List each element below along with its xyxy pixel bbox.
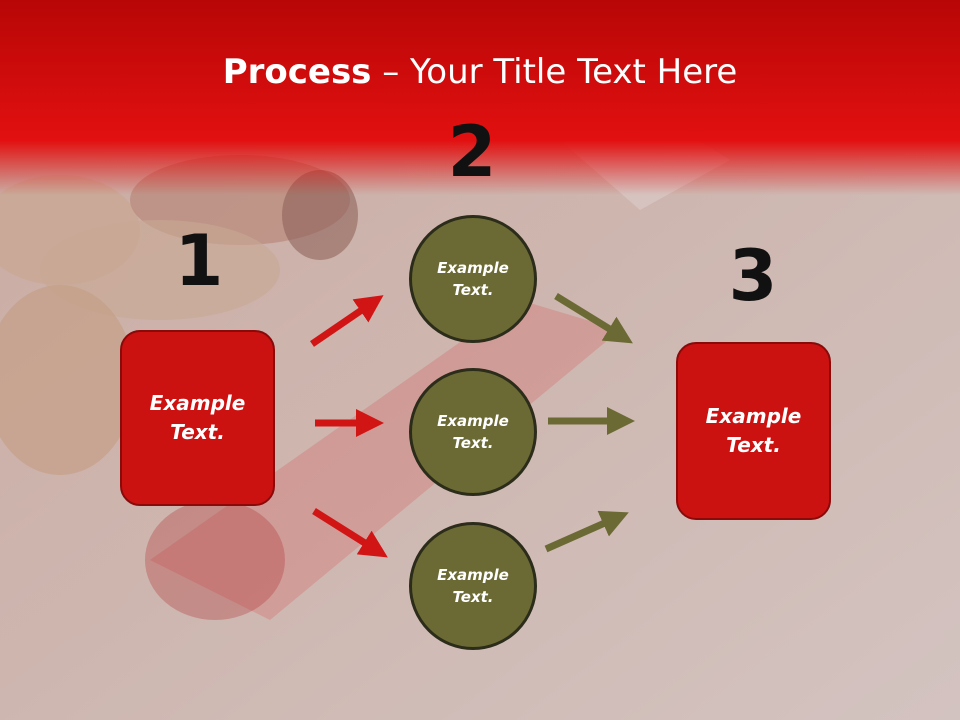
circle-top-line2: Text.	[452, 281, 494, 299]
step-1-text-line2: Text.	[170, 420, 225, 444]
step-number-2: 2	[447, 111, 497, 193]
step-1-box: Example Text.	[120, 330, 275, 506]
step-2-circle-bottom: Example Text.	[409, 522, 537, 650]
step-number-3: 3	[728, 235, 778, 317]
step-3-text-line2: Text.	[726, 433, 781, 457]
step-3-box: Example Text.	[676, 342, 831, 520]
step-2-circle-middle: Example Text.	[409, 368, 537, 496]
circle-middle-line1: Example	[437, 411, 509, 430]
circle-middle-line2: Text.	[452, 434, 494, 452]
circle-bottom-line2: Text.	[452, 588, 494, 606]
step-2-circle-top: Example Text.	[409, 215, 537, 343]
step-3-text-line1: Example	[705, 404, 802, 428]
circle-bottom-line1: Example	[437, 565, 509, 584]
title-bold: Process	[222, 52, 372, 92]
circle-top-line1: Example	[437, 258, 509, 277]
slide-title: Process – Your Title Text Here	[0, 52, 960, 92]
title-rest: – Your Title Text Here	[371, 52, 738, 92]
step-number-1: 1	[174, 220, 224, 302]
step-1-text-line1: Example	[149, 391, 246, 415]
